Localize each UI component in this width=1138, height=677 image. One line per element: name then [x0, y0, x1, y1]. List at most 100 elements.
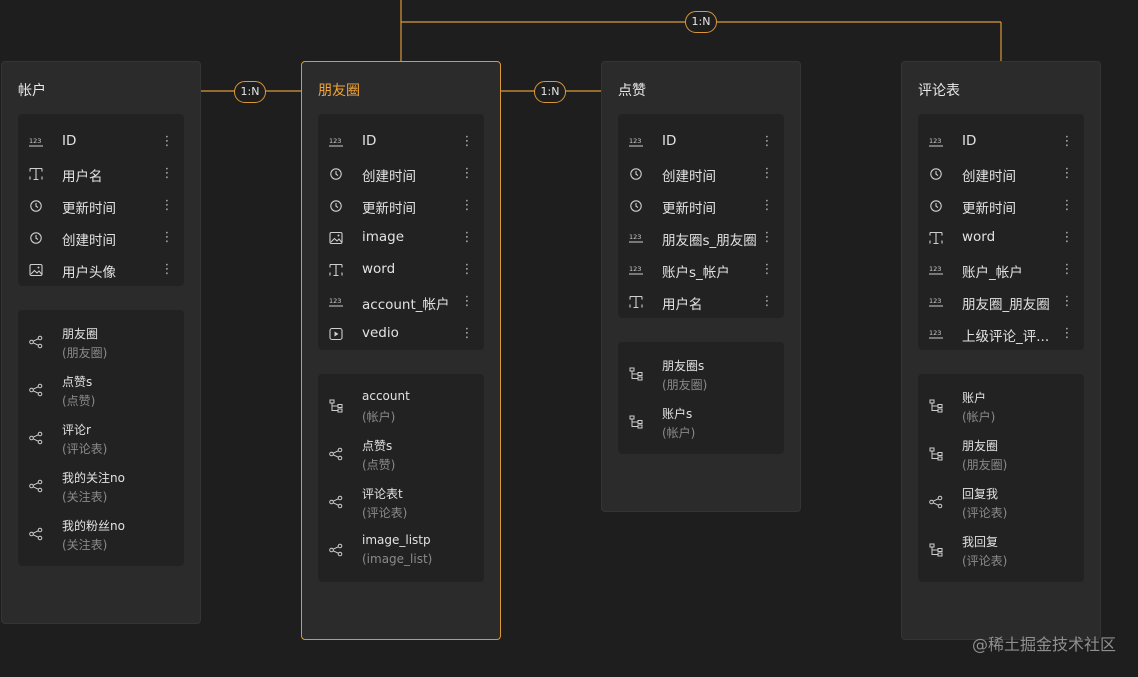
field-menu-icon[interactable]: ⋮ — [760, 166, 774, 181]
relation-badge[interactable]: 1:N — [534, 81, 566, 103]
relation-row[interactable]: 朋友圈s(朋友圈) — [618, 352, 784, 396]
field-row[interactable]: 更新时间⋮ — [318, 191, 484, 221]
field-name: 用户头像 — [62, 265, 116, 281]
svg-text:123: 123 — [629, 265, 641, 273]
table-title[interactable]: 评论表 — [918, 83, 960, 99]
field-menu-icon[interactable]: ⋮ — [1060, 134, 1074, 149]
field-menu-icon[interactable]: ⋮ — [160, 166, 174, 181]
field-menu-icon[interactable]: ⋮ — [1060, 326, 1074, 341]
svg-text:123: 123 — [29, 137, 41, 145]
relation-row[interactable]: 账户s(帐户) — [618, 400, 784, 444]
relation-name: account — [362, 389, 410, 403]
field-menu-icon[interactable]: ⋮ — [760, 262, 774, 277]
field-menu-icon[interactable]: ⋮ — [760, 294, 774, 309]
field-row[interactable]: 用户头像 ⋮ — [18, 255, 184, 285]
field-menu-icon[interactable]: ⋮ — [160, 262, 174, 277]
relation-row[interactable]: 朋友圈 (朋友圈) — [918, 432, 1084, 476]
relation-row[interactable]: 点赞s(点赞) — [18, 368, 184, 412]
field-menu-icon[interactable]: ⋮ — [460, 262, 474, 277]
field-menu-icon[interactable]: ⋮ — [460, 166, 474, 181]
watermark: @稀土掘金技术社区 — [971, 635, 1116, 654]
field-name: 创建时间 — [962, 169, 1016, 185]
field-menu-icon[interactable]: ⋮ — [1060, 294, 1074, 309]
relation-name: 点赞s — [362, 439, 393, 453]
table-title[interactable]: 点赞 — [618, 83, 646, 99]
field-row[interactable]: 创建时间⋮ — [318, 159, 484, 189]
relation-list: 朋友圈(朋友圈)点赞s(点赞)评论r(评论表)我的关注no(关注表)我的粉丝no… — [18, 310, 184, 566]
link-icon — [928, 447, 944, 461]
field-name: 账户_帐户 — [962, 265, 1023, 281]
field-menu-icon[interactable]: ⋮ — [460, 294, 474, 309]
relation-name: 点赞s — [62, 375, 93, 389]
relation-row[interactable]: 我的关注no(关注表) — [18, 464, 184, 508]
relation-row[interactable]: account (帐户) — [318, 384, 484, 428]
image-icon — [328, 231, 344, 245]
relation-target: (朋友圈) — [962, 458, 1008, 472]
relation-row[interactable]: 账户(帐户) — [918, 384, 1084, 428]
field-row[interactable]: vedio ⋮ — [318, 319, 484, 349]
table-title[interactable]: 朋友圈 — [318, 83, 360, 99]
relation-row[interactable]: 我回复(评论表) — [918, 528, 1084, 572]
field-row[interactable]: word⋮ — [318, 255, 484, 285]
field-menu-icon[interactable]: ⋮ — [1060, 230, 1074, 245]
table-title[interactable]: 帐户 — [18, 83, 46, 99]
field-name: vedio — [362, 325, 399, 341]
field-row[interactable]: word⋮ — [918, 223, 1084, 253]
relation-row[interactable]: 回复我(评论表) — [918, 480, 1084, 524]
relation-name: 朋友圈 — [962, 439, 999, 453]
field-menu-icon[interactable]: ⋮ — [160, 198, 174, 213]
field-row[interactable]: 更新时间⋮ — [618, 191, 784, 221]
field-menu-icon[interactable]: ⋮ — [760, 230, 774, 245]
field-menu-icon[interactable]: ⋮ — [460, 326, 474, 341]
field-menu-icon[interactable]: ⋮ — [160, 230, 174, 245]
field-name: 创建时间 — [62, 233, 116, 249]
field-menu-icon[interactable]: ⋮ — [760, 134, 774, 149]
field-name: ID — [662, 133, 677, 149]
field-menu-icon[interactable]: ⋮ — [460, 230, 474, 245]
number-icon: 123 — [928, 135, 944, 149]
field-menu-icon[interactable]: ⋮ — [460, 134, 474, 149]
field-menu-icon[interactable]: ⋮ — [160, 134, 174, 149]
relation-row[interactable]: 评论表t(评论表) — [318, 480, 484, 524]
relation-badge[interactable]: 1:N — [685, 11, 717, 33]
field-menu-icon[interactable]: ⋮ — [1060, 198, 1074, 213]
field-name: ID — [362, 133, 377, 149]
relation-row[interactable]: 我的粉丝no(关注表) — [18, 512, 184, 556]
relation-row[interactable]: 朋友圈(朋友圈) — [18, 320, 184, 364]
relation-name: image_listp — [362, 533, 431, 547]
field-row[interactable]: 更新时间⋮ — [18, 191, 184, 221]
field-row[interactable]: 创建时间⋮ — [618, 159, 784, 189]
field-menu-icon[interactable]: ⋮ — [460, 198, 474, 213]
field-menu-icon[interactable]: ⋮ — [760, 198, 774, 213]
field-row[interactable]: 用户名⋮ — [18, 159, 184, 189]
relation-badge[interactable]: 1:N — [234, 81, 266, 103]
field-row[interactable]: 用户名⋮ — [618, 287, 784, 317]
relation-row[interactable]: image_listp(image_list) — [318, 528, 484, 572]
field-menu-icon[interactable]: ⋮ — [1060, 166, 1074, 181]
relation-target: (帐户) — [362, 410, 396, 424]
relation-row[interactable]: 点赞s(点赞) — [318, 432, 484, 476]
field-row[interactable]: 123 ID ⋮ — [318, 127, 484, 157]
field-row[interactable]: image⋮ — [318, 223, 484, 253]
field-row[interactable]: 更新时间⋮ — [918, 191, 1084, 221]
number-icon: 123 — [328, 135, 344, 149]
clock-icon — [628, 167, 644, 181]
field-menu-icon[interactable]: ⋮ — [1060, 262, 1074, 277]
field-row[interactable]: 创建时间 ⋮ — [18, 223, 184, 253]
relation-row[interactable]: 评论r(评论表) — [18, 416, 184, 460]
field-row[interactable]: 创建时间 ⋮ — [918, 159, 1084, 189]
